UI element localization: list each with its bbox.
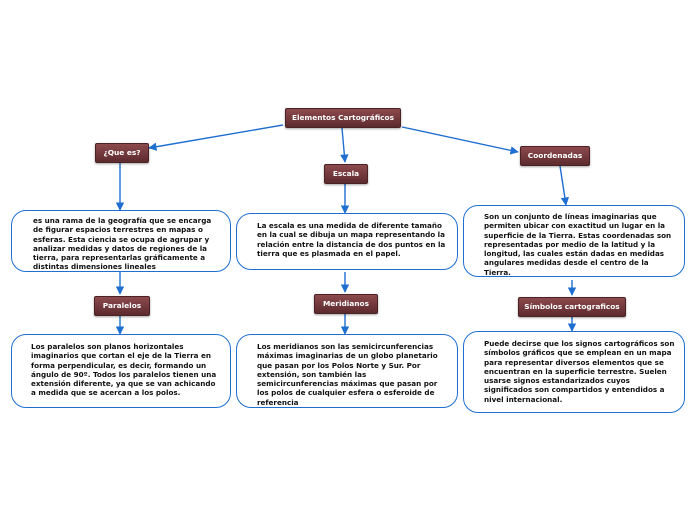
escala-description: La escala es una medida de diferente tam… <box>257 221 446 258</box>
que-es-description: es una rama de la geografía que se encar… <box>33 216 212 272</box>
topic-escala[interactable]: Escala <box>324 164 368 184</box>
coordenadas-text-bubble: Son un conjunto de líneas imaginarias qu… <box>463 205 685 277</box>
topic-paralelos[interactable]: Paralelos <box>94 296 150 316</box>
coordenadas-description: Son un conjunto de líneas imaginarias qu… <box>484 212 672 277</box>
simbolos-description: Puede decirse que los signos cartográfic… <box>484 339 675 404</box>
connector-root-escala <box>340 127 349 163</box>
connector-root-que-es <box>148 124 284 151</box>
escala-text-bubble: La escala es una medida de diferente tam… <box>236 213 458 270</box>
topic-que-es[interactable]: ¿Que es? <box>95 143 149 163</box>
meridianos-text-bubble: Los meridianos son las semicircunferenci… <box>236 334 458 408</box>
meridianos-description: Los meridianos son las semicircunferenci… <box>257 342 438 407</box>
connector-root-coordenadas <box>401 126 519 155</box>
root-topic[interactable]: Elementos Cartográficos <box>285 108 401 128</box>
que-es-text-bubble: es una rama de la geografía que se encar… <box>11 210 231 272</box>
connector-coordenadas-text <box>559 165 570 206</box>
paralelos-description: Los paralelos son planos horizontales im… <box>31 342 217 398</box>
paralelos-text-bubble: Los paralelos son planos horizontales im… <box>11 334 231 408</box>
topic-meridianos[interactable]: Meridianos <box>314 294 378 314</box>
topic-coordenadas[interactable]: Coordenadas <box>520 146 590 166</box>
simbolos-text-bubble: Puede decirse que los signos cartográfic… <box>463 331 685 413</box>
topic-simbolos-cartograficos[interactable]: Símbolos cartograficos <box>518 297 626 317</box>
